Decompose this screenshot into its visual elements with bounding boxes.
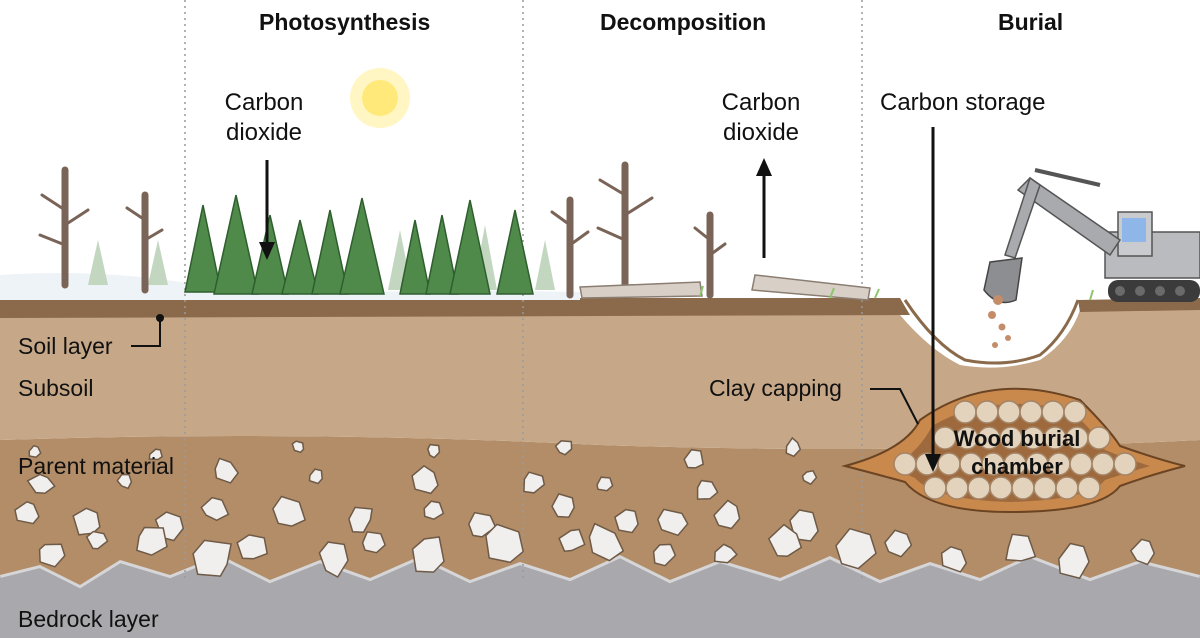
log-end: [894, 453, 916, 475]
dead-trees: [40, 165, 725, 295]
soil-layer-label: Soil layer: [18, 332, 113, 361]
log-end: [1012, 477, 1034, 499]
header-burial: Burial: [998, 8, 1063, 37]
log-end: [1042, 401, 1064, 423]
log-end: [976, 401, 998, 423]
soil-layer: [0, 298, 910, 318]
rock: [597, 477, 613, 491]
log-end: [1078, 477, 1100, 499]
log-end: [1064, 401, 1086, 423]
log-end: [998, 401, 1020, 423]
log-end: [1034, 477, 1056, 499]
parent-material-label: Parent material: [18, 452, 174, 481]
wood-burial-chamber-label: Wood burial chamber: [942, 425, 1092, 480]
co2-out-label: Carbon dioxide: [711, 88, 811, 148]
log-end: [990, 477, 1012, 499]
clay-capping-label: Clay capping: [709, 374, 842, 403]
co2-in-label: Carbon dioxide: [214, 88, 314, 148]
log-end: [1056, 477, 1078, 499]
conifer-forest: [185, 195, 533, 294]
log-end: [1114, 453, 1136, 475]
log-end: [1020, 401, 1042, 423]
log-end: [1092, 453, 1114, 475]
log-end: [946, 477, 968, 499]
log-end: [968, 477, 990, 499]
header-photosynthesis: Photosynthesis: [259, 8, 430, 37]
soil-layer-marker: [156, 314, 164, 322]
rock: [292, 441, 303, 452]
sun: [362, 80, 398, 116]
log-end: [924, 477, 946, 499]
excavator: [984, 170, 1200, 302]
carbon-storage-label: Carbon storage: [880, 88, 1045, 118]
header-decomposition: Decomposition: [600, 8, 766, 37]
log-end: [954, 401, 976, 423]
bedrock-layer-label: Bedrock layer: [18, 605, 159, 634]
subsoil-label: Subsoil: [18, 374, 93, 403]
